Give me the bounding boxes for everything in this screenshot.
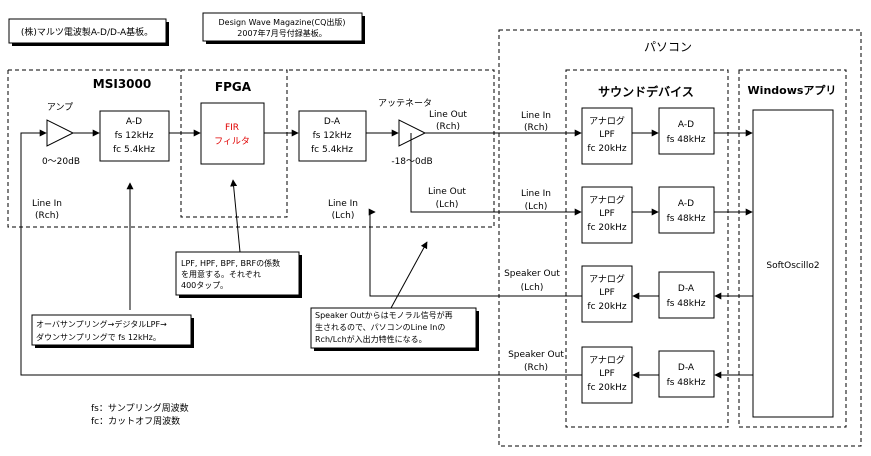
svg-text:fs 48kHz: fs 48kHz <box>667 378 706 388</box>
attenuator-range: -18～0dB <box>391 157 432 167</box>
note-maruzu: (株)マルツ電波製A-D/D-A基板。 <box>8 18 169 46</box>
svg-text:Speaker Outからはモノラル信号が再: Speaker Outからはモノラル信号が再 <box>315 310 453 320</box>
wire-spkout-lch <box>368 208 582 297</box>
line-in-rch-left-label-ch: (Rch) <box>35 211 59 221</box>
line-in-lch-mid-label-ch: (Lch) <box>332 211 355 221</box>
svg-text:fc 20kHz: fc 20kHz <box>587 223 626 233</box>
svg-text:アナログ: アナログ <box>589 194 625 206</box>
speaker-out-rch-label: Speaker Out <box>508 350 564 360</box>
svg-text:LPF: LPF <box>599 209 615 219</box>
line-out-lch-label-ch: (Lch) <box>436 200 459 210</box>
svg-text:Rch/Lchが入出力特性になる。: Rch/Lchが入出力特性になる。 <box>315 334 427 344</box>
svg-text:D-A: D-A <box>324 117 341 127</box>
windows-app-frame <box>738 69 847 428</box>
svg-text:fc 20kHz: fc 20kHz <box>587 302 626 312</box>
note-dwm: Design Wave Magazine(CQ出版) 2007年7月号付録基板。 <box>202 12 365 44</box>
svg-text:fs 12kHz: fs 12kHz <box>313 131 352 141</box>
svg-text:アナログ: アナログ <box>589 273 625 285</box>
svg-text:フィルタ: フィルタ <box>214 136 250 147</box>
pc-frame <box>498 29 862 447</box>
svg-text:LPF, HPF, BPF, BRFの係数: LPF, HPF, BPF, BRFの係数 <box>181 258 280 268</box>
analog-lpf-4: アナログ LPF fc 20kHz <box>581 346 633 404</box>
legend-fc: fc：カットオフ周波数 <box>91 415 180 427</box>
line-out-rch-label: Line Out <box>429 110 467 120</box>
svg-text:(株)マルツ電波製A-D/D-A基板。: (株)マルツ電波製A-D/D-A基板。 <box>21 26 153 38</box>
callout-speaker <box>390 241 428 309</box>
analog-lpf-2: アナログ LPF fc 20kHz <box>581 186 633 244</box>
svg-text:LPF: LPF <box>599 288 615 298</box>
svg-text:fc 5.4kHz: fc 5.4kHz <box>113 145 155 155</box>
fpga-title: FPGA <box>215 80 252 94</box>
legend-fs: fs：サンプリング周波数 <box>91 402 189 414</box>
speaker-out-lch-label-ch: (Lch) <box>521 283 544 293</box>
svg-text:生されるので、パソコンのLine Inの: 生されるので、パソコンのLine Inの <box>315 322 445 332</box>
sound-device-frame <box>565 69 729 428</box>
svg-text:A-D: A-D <box>678 199 694 209</box>
svg-text:アナログ: アナログ <box>589 115 625 127</box>
amp-range: 0～20dB <box>42 157 80 167</box>
pc-line-in-lch-label-ch: (Lch) <box>525 202 548 212</box>
svg-text:FIR: FIR <box>225 123 239 133</box>
fpga-frame <box>180 69 288 218</box>
pc-title: パソコン <box>644 40 692 54</box>
pc-da-block-2: D-A fs 48kHz <box>658 350 715 398</box>
svg-text:LPF: LPF <box>599 130 615 140</box>
pc-da-block-1: D-A fs 48kHz <box>658 271 715 319</box>
pc-ad-block-2: A-D fs 48kHz <box>658 186 715 234</box>
svg-text:A-D: A-D <box>126 117 142 127</box>
svg-text:D-A: D-A <box>678 363 695 373</box>
pc-line-in-rch-label: Line In <box>521 111 551 121</box>
fir-filter-block: FIR フィルタ <box>200 102 265 165</box>
svg-text:fc 5.4kHz: fc 5.4kHz <box>311 145 353 155</box>
note-speaker-out: Speaker Outからはモノラル信号が再 生されるので、パソコンのLine … <box>310 307 479 351</box>
line-out-rch-label-ch: (Rch) <box>436 122 460 132</box>
svg-text:400タップ。: 400タップ。 <box>181 281 228 290</box>
svg-text:を用意する。それぞれ: を用意する。それぞれ <box>181 269 261 279</box>
msi3000-frame <box>7 69 495 228</box>
pc-line-in-lch-label: Line In <box>521 189 551 199</box>
line-out-lch-label: Line Out <box>428 187 466 197</box>
pc-ad-block-1: A-D fs 48kHz <box>658 107 715 155</box>
line-in-rch-left-label: Line In <box>32 199 62 209</box>
analog-lpf-1: アナログ LPF fc 20kHz <box>581 107 633 165</box>
svg-text:fc 20kHz: fc 20kHz <box>587 383 626 393</box>
msi-ad-block: A-D fs 12kHz fc 5.4kHz <box>99 110 170 162</box>
windows-app-title: Windowsアプリ <box>748 83 837 97</box>
svg-text:fs 48kHz: fs 48kHz <box>667 214 706 224</box>
svg-text:fs 48kHz: fs 48kHz <box>667 135 706 145</box>
callout-filter <box>230 179 241 253</box>
svg-text:ダウンサンプリングで fs 12kHz。: ダウンサンプリングで fs 12kHz。 <box>36 332 161 342</box>
wire-lineout-lch <box>410 133 582 216</box>
note-filter-coeffs: LPF, HPF, BPF, BRFの係数 を用意する。それぞれ 400タップ。 <box>175 251 302 298</box>
line-in-lch-mid-label: Line In <box>328 199 358 209</box>
pc-line-in-rch-label-ch: (Rch) <box>524 123 548 133</box>
attenuator-triangle <box>398 119 427 147</box>
sound-device-title: サウンドデバイス <box>598 84 694 99</box>
msi-da-block: D-A fs 12kHz fc 5.4kHz <box>298 110 367 162</box>
speaker-out-lch-label: Speaker Out <box>504 269 560 279</box>
svg-text:オーバサンプリング→デジタルLPF→: オーバサンプリング→デジタルLPF→ <box>36 319 167 329</box>
svg-text:fs 12kHz: fs 12kHz <box>115 131 154 141</box>
svg-text:D-A: D-A <box>678 284 695 294</box>
note-oversampling: オーバサンプリング→デジタルLPF→ ダウンサンプリングで fs 12kHz。 <box>31 314 194 348</box>
svg-text:LPF: LPF <box>599 369 615 379</box>
speaker-out-rch-label-ch: (Rch) <box>524 363 548 373</box>
svg-text:SoftOscillo2: SoftOscillo2 <box>766 261 819 271</box>
svg-text:2007年7月号付録基板。: 2007年7月号付録基板。 <box>237 28 326 38</box>
svg-text:アナログ: アナログ <box>589 354 625 366</box>
svg-text:fs 48kHz: fs 48kHz <box>667 299 706 309</box>
amp-label: アンプ <box>47 102 73 113</box>
amp-triangle <box>46 119 75 147</box>
msi3000-title: MSI3000 <box>93 77 151 91</box>
attenuator-label: アッテネータ <box>378 98 432 109</box>
analog-lpf-3: アナログ LPF fc 20kHz <box>581 265 633 323</box>
soft-oscillo-block: SoftOscillo2 <box>752 109 834 418</box>
svg-text:Design Wave Magazine(CQ出版): Design Wave Magazine(CQ出版) <box>219 17 346 27</box>
svg-text:A-D: A-D <box>678 120 694 130</box>
svg-text:fc 20kHz: fc 20kHz <box>587 144 626 154</box>
wire-spkout-rch <box>20 129 582 376</box>
